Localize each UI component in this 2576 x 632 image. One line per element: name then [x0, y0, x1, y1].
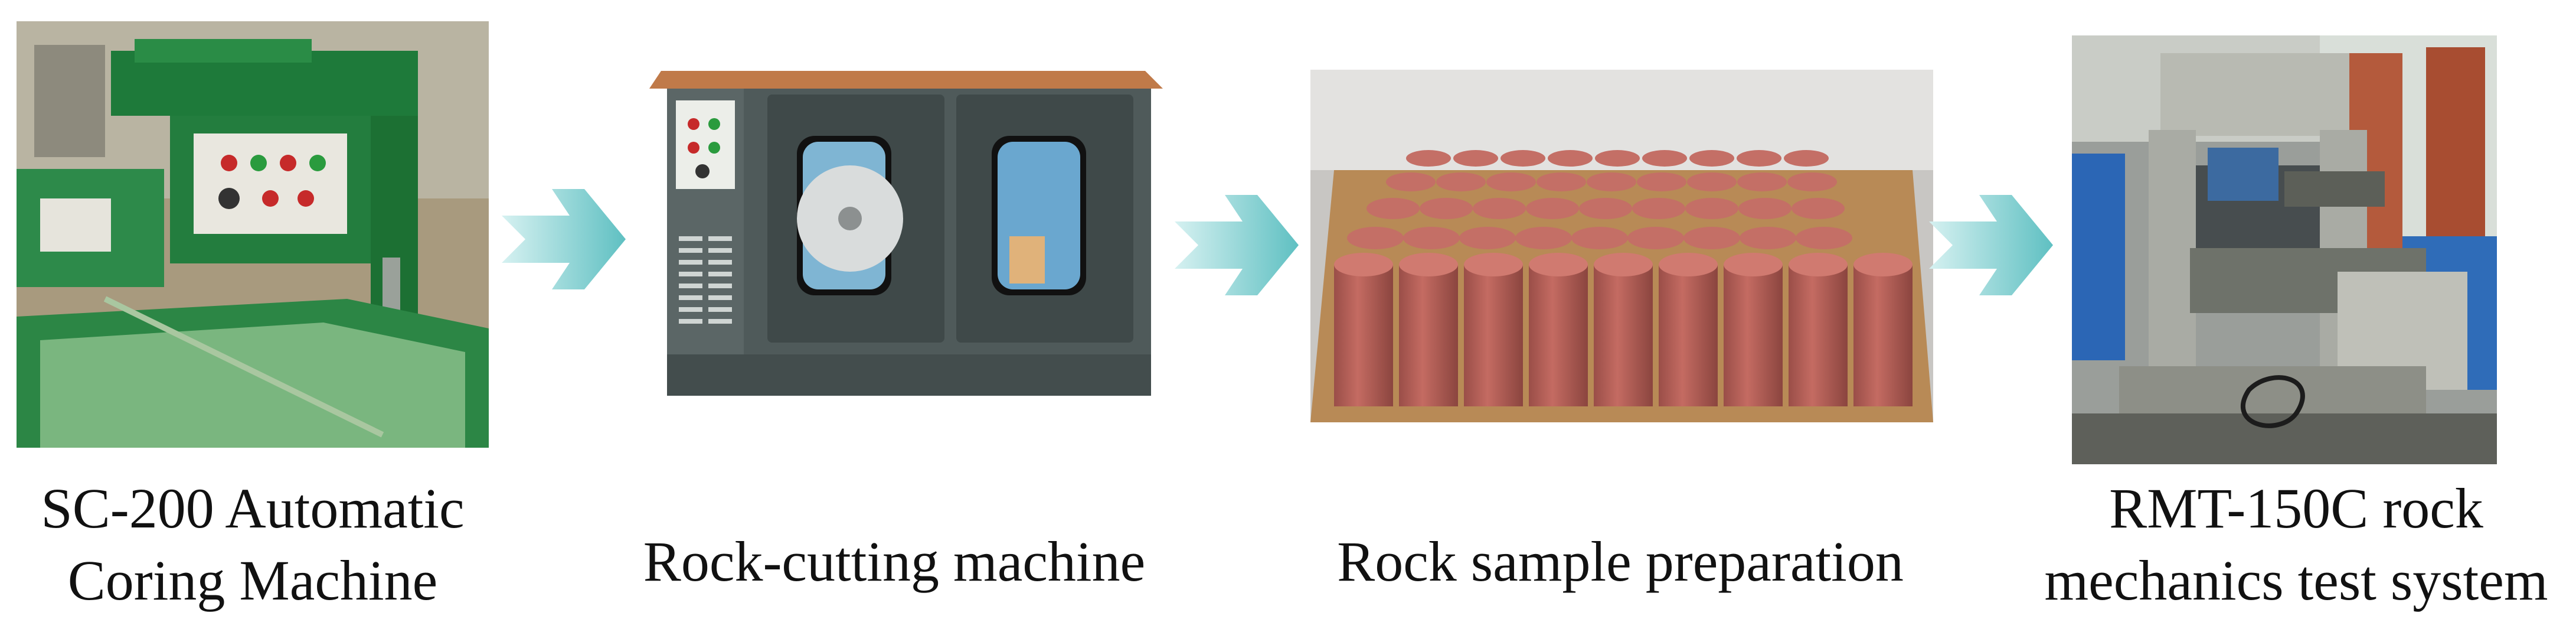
caption-line: Rock-cutting machine [643, 530, 1146, 593]
rmt-150c-test-system-photo [2072, 35, 2497, 464]
rock-cutting-machine-photo [626, 59, 1163, 431]
caption-test-system: RMT-150C rock mechanics test system [2031, 473, 2562, 617]
caption-line: mechanics test system [2044, 549, 2548, 612]
arrow-right-icon [1175, 195, 1299, 295]
caption-line: SC-200 Automatic [41, 477, 465, 540]
caption-rock-sample-preparation: Rock sample preparation [1293, 526, 1948, 598]
caption-line: Coring Machine [67, 549, 438, 612]
arrow-right-icon [1929, 195, 2053, 295]
sc-200-coring-machine-photo [17, 21, 489, 448]
caption-rock-cutting-machine: Rock-cutting machine [614, 526, 1175, 598]
caption-coring-machine: SC-200 Automatic Coring Machine [17, 473, 489, 617]
rock-samples-photo [1310, 70, 1933, 422]
caption-line: RMT-150C rock [2109, 477, 2483, 540]
caption-line: Rock sample preparation [1337, 530, 1904, 593]
arrow-right-icon [502, 189, 626, 289]
